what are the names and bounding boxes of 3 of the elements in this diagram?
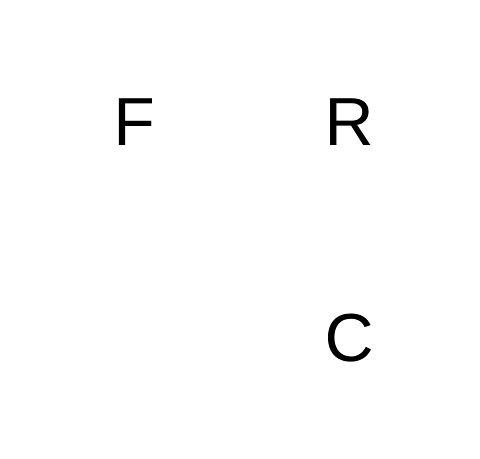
letter-label: R bbox=[324, 88, 374, 156]
letter-label: C bbox=[324, 304, 374, 372]
letter-label: F bbox=[113, 88, 155, 156]
